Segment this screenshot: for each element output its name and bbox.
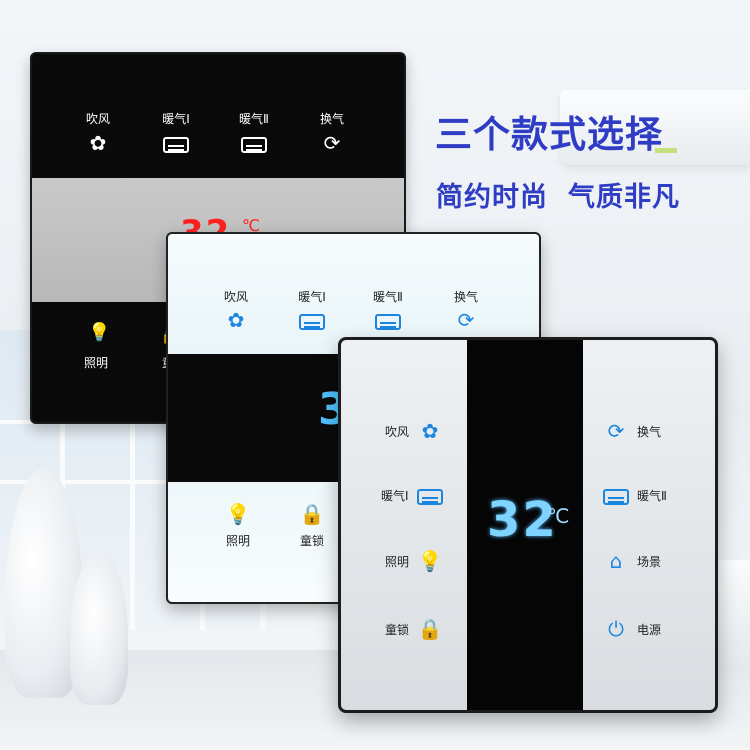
home-icon: ⌂	[609, 549, 623, 573]
button-label: 换气	[637, 424, 662, 439]
ventilation-button[interactable]: 换气 ⟳	[436, 288, 496, 332]
button-label: 暖气Ⅰ	[298, 290, 326, 304]
cycle-icon: ⟳	[323, 131, 341, 155]
headline: 三个款式选择	[435, 113, 663, 156]
bulb-icon: 💡	[88, 322, 111, 343]
scene-button[interactable]: ⌂ 场景	[603, 550, 661, 572]
heater-1-button[interactable]: 暖气Ⅰ	[282, 288, 342, 332]
cycle-icon: ⟳	[607, 419, 625, 443]
button-label: 吹风	[385, 424, 410, 439]
cycle-icon: ⟳	[457, 308, 475, 332]
button-label: 照明	[225, 534, 250, 548]
bulb-icon: 💡	[225, 502, 251, 526]
heater-1-button[interactable]: 暖气Ⅰ	[381, 484, 443, 506]
button-label: 换气	[453, 290, 478, 304]
temperature-display: 32	[180, 213, 232, 233]
ventilation-button[interactable]: 换气 ⟳	[302, 110, 362, 154]
vase	[70, 555, 128, 705]
light-button[interactable]: 照明 💡	[385, 550, 443, 572]
subline-part: 气质非凡	[568, 182, 680, 213]
heater-icon	[224, 132, 284, 154]
power-button[interactable]: ⏻ 电源	[603, 618, 661, 640]
fan-icon: ✿	[227, 308, 245, 332]
button-label: 暖气Ⅰ	[381, 488, 409, 503]
ventilation-button[interactable]: ⟳ 换气	[603, 420, 661, 442]
subline: 简约时尚气质非凡	[436, 175, 680, 214]
button-label: 照明	[385, 554, 410, 569]
heater-icon	[282, 308, 342, 332]
fan-button[interactable]: 吹风 ✿	[68, 110, 128, 154]
light-label[interactable]: 照明	[84, 356, 109, 370]
child-lock-button[interactable]: 童锁 🔒	[385, 618, 443, 640]
button-label: 童锁	[299, 534, 324, 548]
subline-part: 简约时尚	[436, 182, 548, 213]
heater-icon	[358, 308, 418, 332]
button-label: 童锁	[385, 622, 410, 637]
light-button[interactable]: 💡 照明	[208, 498, 268, 548]
heater-2-button[interactable]: 暖气Ⅱ	[358, 288, 418, 332]
button-label: 暖气Ⅱ	[637, 488, 667, 503]
button-label: 电源	[637, 622, 662, 637]
button-label: 暖气Ⅰ	[162, 112, 190, 126]
heater-2-button[interactable]: 暖气Ⅱ	[603, 484, 667, 506]
heater-1-button[interactable]: 暖气Ⅰ	[146, 110, 206, 154]
lock-icon: 🔒	[417, 617, 443, 641]
fan-icon: ✿	[421, 419, 439, 443]
heater-icon	[416, 484, 443, 506]
child-lock-button[interactable]: 🔒 童锁	[282, 498, 342, 548]
lock-icon: 🔒	[299, 502, 325, 526]
button-label: 暖气Ⅱ	[373, 290, 403, 304]
button-label: 暖气Ⅱ	[239, 112, 269, 126]
panel-top-band	[168, 234, 539, 354]
temperature-unit: ℃	[242, 216, 260, 235]
fan-button[interactable]: 吹风 ✿	[385, 420, 443, 442]
heater-2-button[interactable]: 暖气Ⅱ	[224, 110, 284, 154]
button-label: 吹风	[223, 290, 248, 304]
bulb-icon: 💡	[417, 549, 443, 573]
display-strip	[467, 340, 583, 710]
fan-icon: ✿	[89, 131, 107, 155]
button-label: 吹风	[85, 112, 110, 126]
temperature-display: 32	[487, 492, 558, 548]
power-icon: ⏻	[608, 617, 624, 641]
button-label: 换气	[319, 112, 344, 126]
heater-icon	[603, 484, 629, 506]
panel-front: 32 ℃ 吹风 ✿ 暖气Ⅰ 照明 💡 童锁 🔒 ⟳ 换气 暖气Ⅱ ⌂ 场景 ⏻ …	[338, 337, 718, 713]
temperature-unit: ℃	[547, 504, 570, 528]
air-conditioner	[560, 90, 750, 165]
button-label: 场景	[637, 554, 662, 569]
fan-button[interactable]: 吹风 ✿	[206, 288, 266, 332]
heater-icon	[146, 132, 206, 154]
